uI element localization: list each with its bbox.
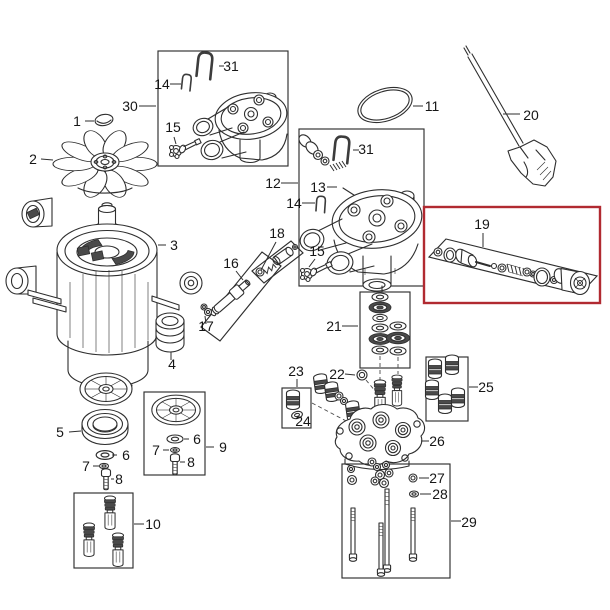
group-box-9 [143,391,214,476]
motor-end-cap-lower [5,265,37,295]
part-31-pin [195,51,214,81]
group-box-30 [139,50,289,167]
part-label-17: 17 [198,318,214,334]
group-box-21 [342,291,411,380]
part-label-31: 31 [223,58,239,74]
part-label-25: 25 [478,379,494,395]
part-17-washers [200,303,213,317]
part-label-28: 28 [432,486,448,502]
highlighted-part-19-region[interactable] [422,205,602,305]
part-label-6: 6 [122,447,130,463]
part-label-30: 30 [122,98,138,114]
part-label-14b: 14 [286,195,302,211]
part-label-10: 10 [145,516,161,532]
part-1-cap [85,113,114,127]
part-label-18: 18 [269,225,285,241]
part-label-26: 26 [429,433,445,449]
part-label-8b: 8 [187,454,195,470]
part-label-7b: 7 [152,442,160,458]
part-27-nut [408,473,418,483]
part-label-13: 13 [310,179,326,195]
part-13-unloader-kit [298,134,363,202]
part-6-washer [95,449,117,461]
part-label-1: 1 [73,113,81,129]
group-box-25 [424,354,478,422]
part-23-cartridge [285,389,301,411]
part-14-pin-b [315,195,327,214]
part-7-washer [93,462,110,470]
part-label-16: 16 [223,255,239,271]
part-label-19: 19 [474,216,490,232]
motor-bearing [179,271,203,295]
part-8-bolt [100,468,114,491]
part-label-31b: 31 [358,141,374,157]
valve-cluster [311,372,371,431]
part-label-9: 9 [219,439,227,455]
part-label-12: 12 [265,175,281,191]
part-16-piston-rod [209,279,251,317]
part-label-24: 24 [295,413,311,429]
pump-head-small [192,92,288,164]
part-label-15: 15 [165,119,181,135]
part-label-2: 2 [29,151,37,167]
group-piston-rod-panels [200,240,304,342]
pump-head-large [299,189,423,292]
part-2-fan [40,130,158,198]
part-18-seal-kit [255,243,299,277]
part-label-6b: 6 [193,431,201,447]
part-label-14: 14 [154,76,170,92]
part-14-pin [180,73,193,92]
part-31-pin-b [332,135,351,165]
wobble-disc [79,372,133,406]
part-19-valve-kit [433,247,591,296]
group-box-10 [73,492,144,569]
group-box-12 [281,128,425,293]
part-label-3: 3 [170,237,178,253]
part-4-coupling [155,312,185,360]
part-label-5: 5 [56,424,64,440]
group-box-29 [341,457,461,579]
part-15-thermal-valve [168,138,202,160]
part-20-spray-lance [463,45,557,187]
part-label-22: 22 [329,366,345,382]
group-box-23-24 [281,379,312,429]
part-label-23: 23 [288,363,304,379]
part-5-bearing-ring [68,408,129,446]
highlight-box[interactable] [422,205,602,305]
part-label-21: 21 [326,318,342,334]
part-11-oring [357,86,423,124]
part-15-thermal-valve-b [299,261,333,283]
part-3-motor [56,202,166,394]
part-label-11: 11 [425,98,440,114]
part-label-8: 8 [115,471,123,487]
part-28-washer [408,490,420,498]
part-label-15b: 15 [309,243,325,259]
part-label-4: 4 [168,356,176,372]
part-label-7: 7 [82,458,90,474]
part-label-20: 20 [523,107,539,123]
part-26-manifold [334,403,429,471]
motor-mount-rods [27,289,180,313]
part-label-29: 29 [461,514,477,530]
part-label-27: 27 [429,470,445,486]
motor-end-cap-upper [21,197,53,228]
part-22-oring [344,369,377,393]
